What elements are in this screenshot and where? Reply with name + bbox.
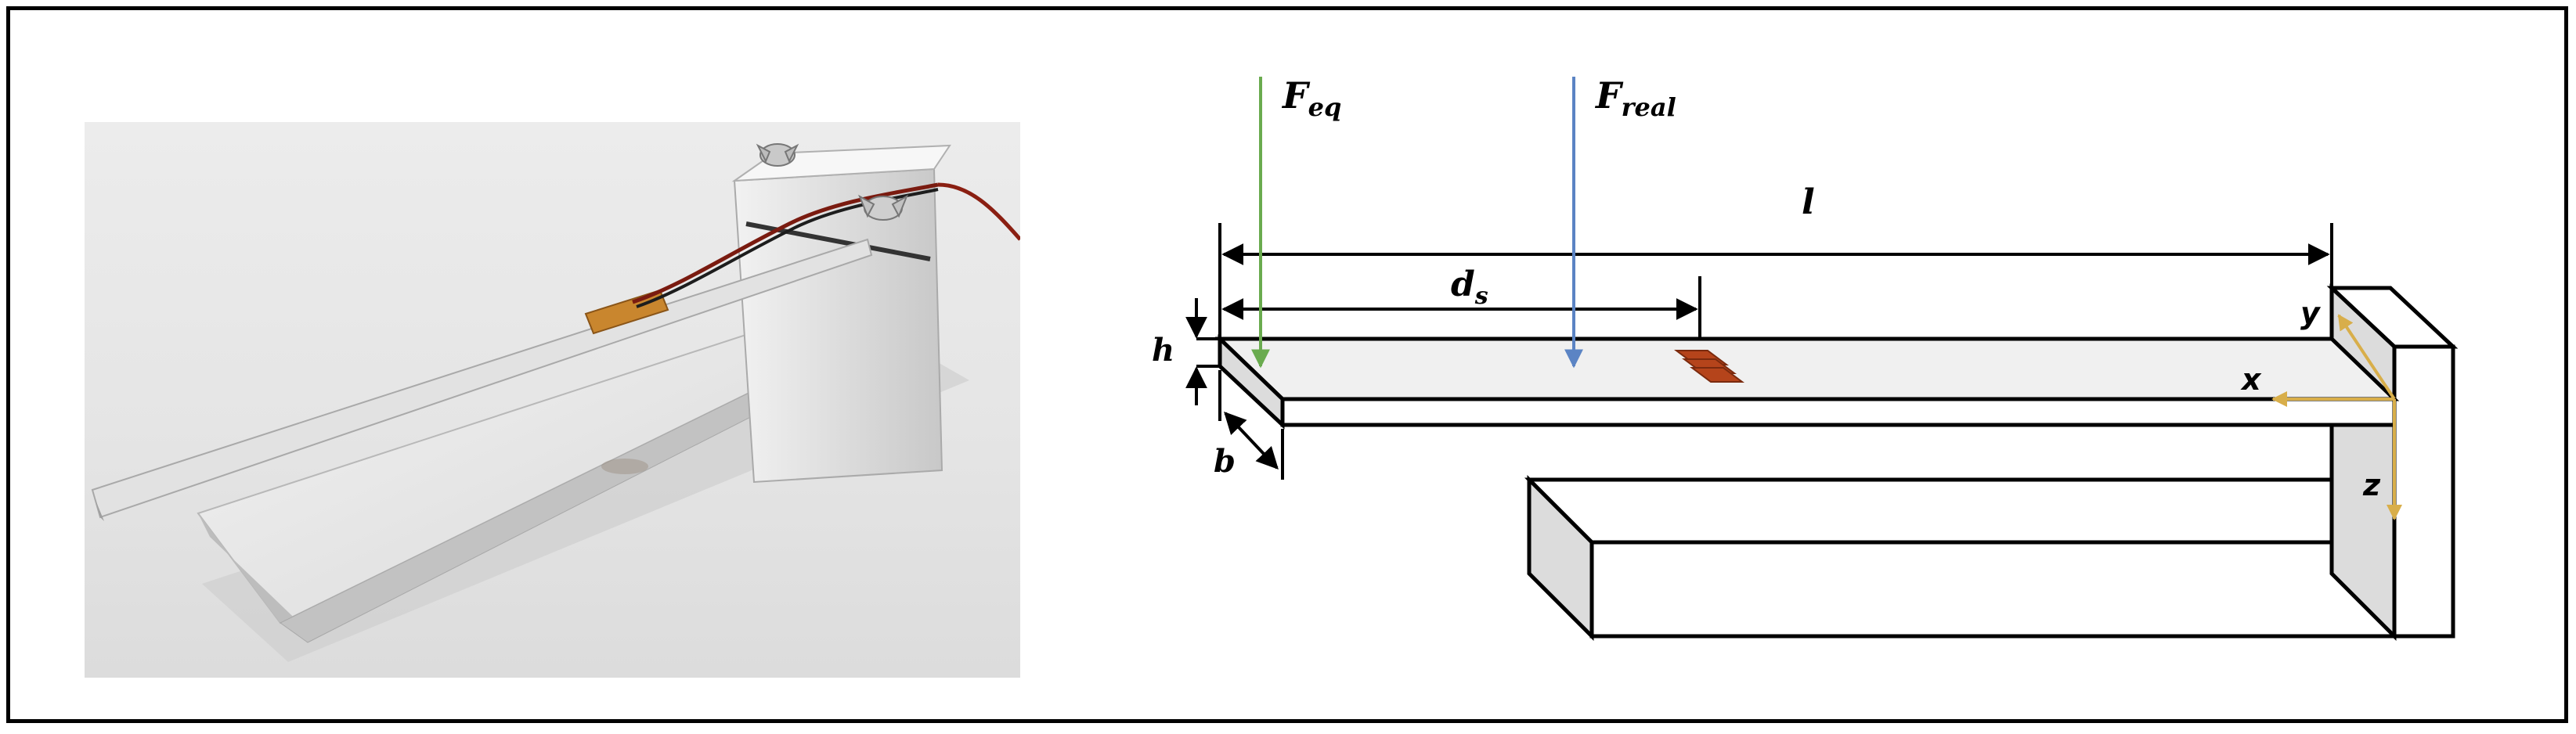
axis-y-arrow <box>2337 314 2396 401</box>
strain-gauge <box>1674 350 1744 383</box>
wire-red <box>632 182 939 304</box>
cantilever-beam <box>1214 334 2400 430</box>
fixed-support <box>2326 283 2459 642</box>
force-real-label: Freal <box>1594 74 1676 122</box>
wing-nut-right <box>858 194 908 221</box>
length-label: l <box>1802 182 1815 222</box>
force-eq-label: Feq <box>1281 74 1341 122</box>
cantilever-photo <box>91 143 1020 662</box>
width-dimension <box>1218 370 1284 480</box>
photo-panel <box>85 122 1020 678</box>
height-label: h <box>1152 332 1174 369</box>
figure-frame: l ds h b Feq <box>6 6 2568 723</box>
length-dimension <box>1218 223 2333 339</box>
clamp-block <box>733 167 943 484</box>
ds-dimension <box>1221 276 1701 339</box>
width-label: b <box>1214 443 1236 480</box>
axis-x-label: x <box>2240 362 2262 397</box>
axis-y-label: y <box>2300 296 2322 330</box>
base-block <box>1524 474 2413 642</box>
wire-out <box>937 182 1020 241</box>
wing-nut-left <box>756 143 799 167</box>
coordinate-axes <box>2271 314 2402 520</box>
schematic-panel: l ds h b Feq <box>1028 26 2516 714</box>
smudge <box>601 459 648 474</box>
wire-black <box>636 188 939 308</box>
height-dimension <box>1185 298 1220 405</box>
beam-schematic: l ds h b Feq <box>1152 74 2459 642</box>
axis-z-label: z <box>2362 468 2381 502</box>
ds-label: ds <box>1451 264 1488 310</box>
